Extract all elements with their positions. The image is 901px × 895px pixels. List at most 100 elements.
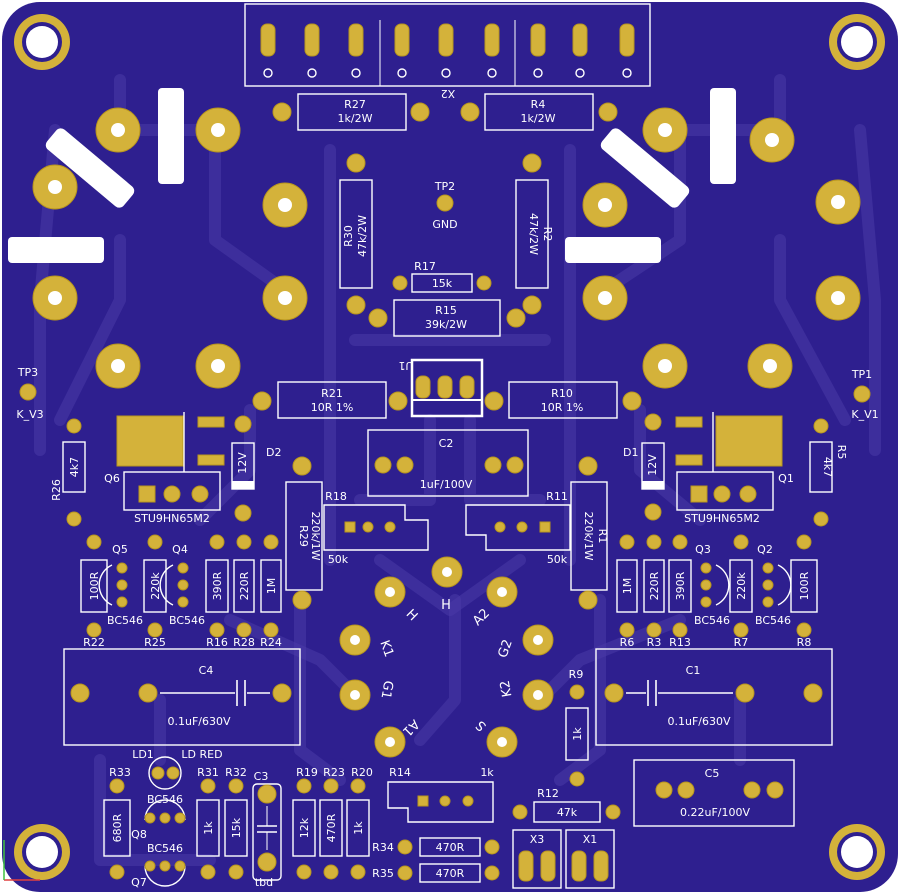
q2-value: BC546 xyxy=(755,614,791,627)
transistor-labels: Q5 Q4 BC546 BC546 Q3 Q2 BC546 BC546 xyxy=(107,543,791,627)
r12-ref: R12 xyxy=(537,787,559,800)
r16-value: 390R xyxy=(211,571,224,600)
d1-ref: D1 xyxy=(623,446,638,459)
r35-ref: R35 xyxy=(372,867,394,880)
r15-value: 39k/2W xyxy=(425,318,467,331)
tp2-label: GND xyxy=(432,218,457,231)
resistor-r9: R9 1k xyxy=(565,668,589,787)
resistor-r7-pad xyxy=(733,534,749,550)
tube-pin-hole xyxy=(350,635,360,645)
r31-value: 1k xyxy=(202,821,215,835)
resistor-r19-pad xyxy=(296,864,312,880)
r3-value: 220R xyxy=(648,571,661,600)
q3-ref: Q3 xyxy=(695,543,711,556)
pin-h-center: H xyxy=(441,598,451,613)
r12-value: 47k xyxy=(557,806,578,819)
q5-ref: Q5 xyxy=(112,543,128,556)
resistor-r17: R17 15k xyxy=(392,260,492,293)
socket-pad-hole xyxy=(598,198,612,212)
resistor-r8-pad xyxy=(796,534,812,550)
resistor-row-labels: R22 R25 R16 R28 R24 R6 R3 R13 R7 R8 xyxy=(83,636,811,649)
resistor-r20-pad xyxy=(350,864,366,880)
resistor-r35: R35 470R xyxy=(372,863,500,883)
resistor-r10: R10 10R 1% xyxy=(484,381,642,419)
socket-pad-hole xyxy=(831,291,845,305)
x2-pin-mark xyxy=(397,68,407,78)
r25-value: 220k xyxy=(149,572,162,600)
r34-value: 470R xyxy=(436,841,465,854)
tp3-ref: TP3 xyxy=(17,366,38,379)
axis-indicator xyxy=(3,840,40,881)
r14-ref: R14 xyxy=(389,766,411,779)
tp3-label: K_V3 xyxy=(16,408,43,421)
x2-pin xyxy=(619,23,635,57)
resistor-r12: R12 47k xyxy=(512,787,621,823)
tube-pin-hole xyxy=(497,587,507,597)
r18-value: 50k xyxy=(328,553,349,566)
socket-pad-hole xyxy=(111,359,125,373)
x2-pin-mark xyxy=(263,68,273,78)
c4-ref: C4 xyxy=(199,664,214,677)
r11-value: 50k xyxy=(547,553,568,566)
r14-value: 1k xyxy=(480,766,494,779)
resistor-r25-pad xyxy=(147,534,163,550)
r23-ref: R23 xyxy=(323,766,345,779)
r20-ref: R20 xyxy=(351,766,373,779)
d1-value: 12V xyxy=(646,454,659,476)
d2-value: 12V xyxy=(236,452,249,474)
tube-pin-hole xyxy=(350,690,360,700)
transistor-pad xyxy=(177,596,189,608)
r17-value: 15k xyxy=(432,277,453,290)
resistor-r20-pad xyxy=(350,778,366,794)
resistor-r24-pad xyxy=(263,534,279,550)
c3-value: tbd xyxy=(255,876,273,889)
tube-pin-hole xyxy=(497,737,507,747)
r7-value: 220k xyxy=(735,572,748,600)
r34-ref: R34 xyxy=(372,841,394,854)
x2-pin xyxy=(530,23,546,57)
socket-pad-hole xyxy=(765,133,779,147)
led-ld1: LD1 LD RED xyxy=(132,748,223,790)
u1-ref: U1 xyxy=(398,359,413,372)
socket-pad-hole xyxy=(278,291,292,305)
c1-value: 0.1uF/630V xyxy=(667,715,730,728)
tube-socket-pads xyxy=(32,107,861,758)
trimmer-r11: R11 50k xyxy=(465,490,571,566)
resistor-r1: R1 220k/1W xyxy=(570,456,609,610)
resistor-r16-body xyxy=(205,559,229,613)
resistor-r30: R30 47k/2W xyxy=(339,153,373,315)
r13-value: 390R xyxy=(674,571,687,600)
r15-ref: R15 xyxy=(435,304,457,317)
r9-ref: R9 xyxy=(569,668,584,681)
c3-ref: C3 xyxy=(254,770,269,783)
resistor-r23-pad xyxy=(323,864,339,880)
pin-k2: K2 xyxy=(498,679,516,698)
resistor-r16-pad xyxy=(209,534,225,550)
socket-pad-hole xyxy=(831,195,845,209)
r22-ref: R22 xyxy=(83,636,105,649)
testpoint-tp1: TP1 K_V1 xyxy=(851,368,879,421)
mosfet-q1: Q1 STU9HN65M2 xyxy=(675,412,794,525)
transistor-outline xyxy=(159,564,174,606)
r26-value: 4k7 xyxy=(68,457,81,477)
socket-pad-hole xyxy=(658,123,672,137)
r21-ref: R21 xyxy=(321,387,343,400)
r32-value: 15k xyxy=(230,817,243,838)
x2-pin xyxy=(572,23,588,57)
capacitor-c1: C1 0.1uF/630V xyxy=(595,648,833,746)
r27-value: 1k/2W xyxy=(338,112,373,125)
resistor-r3-pad xyxy=(646,534,662,550)
resistor-r5: 4k7 R5 xyxy=(809,418,848,527)
capacitor-c4: C4 0.1uF/630V xyxy=(63,648,301,746)
socket-pad-hole xyxy=(48,291,62,305)
r6-ref: R6 xyxy=(620,636,635,649)
resistor-r33-body xyxy=(103,799,131,857)
r13-ref: R13 xyxy=(669,636,691,649)
r35-value: 470R xyxy=(436,867,465,880)
tp2-ref: TP2 xyxy=(434,180,455,193)
r2-ref: R2 xyxy=(541,227,554,242)
r1-ref: R1 xyxy=(596,529,609,544)
q4-ref: Q4 xyxy=(172,543,188,556)
